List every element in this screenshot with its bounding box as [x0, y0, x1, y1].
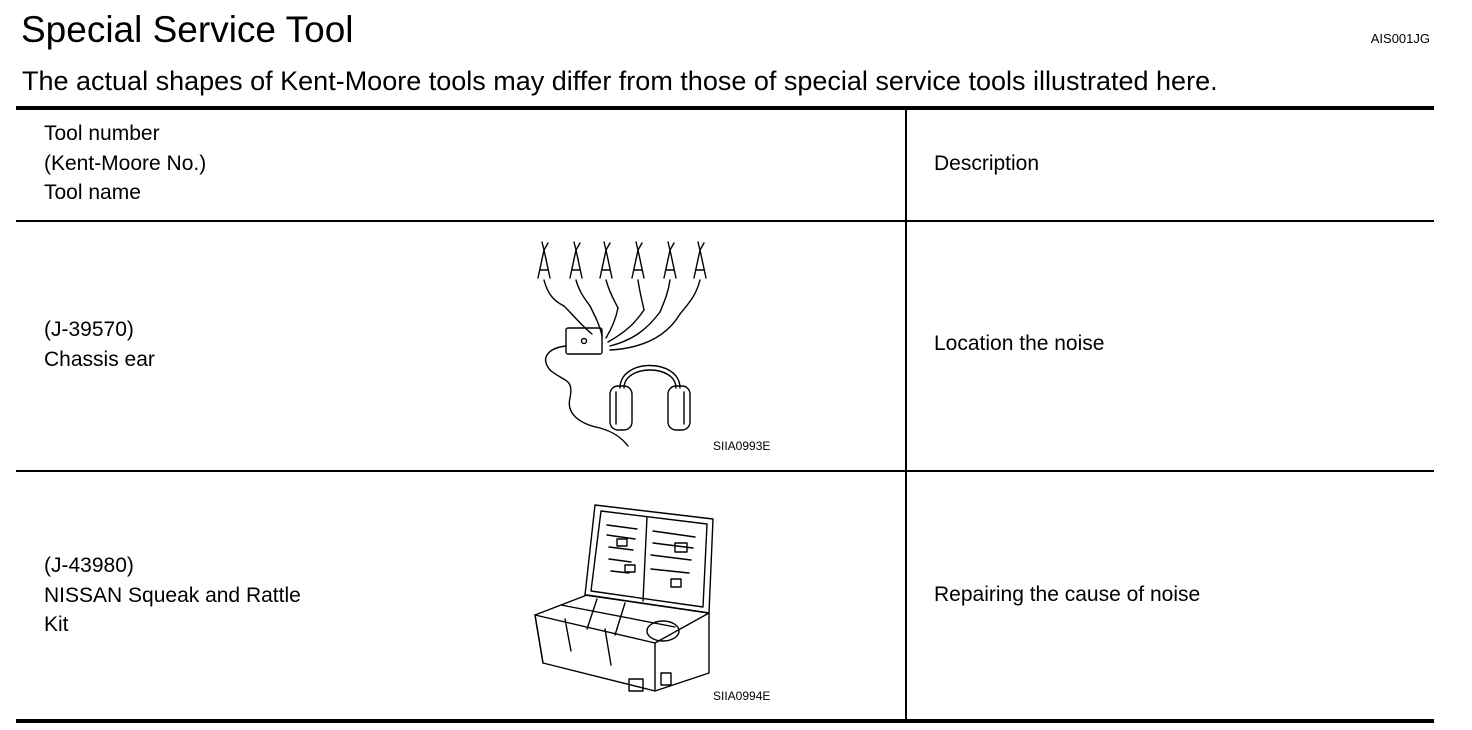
figure-code: SIIA0994E: [713, 689, 771, 703]
table-bottom-rule: [16, 719, 1434, 723]
row-divider: [16, 220, 1434, 222]
tool-number: (J-43980): [44, 554, 134, 577]
tool-number: (J-39570): [44, 318, 134, 341]
row-tool-cell: (J-43980) NISSAN Squeak and Rattle Kit: [44, 551, 301, 640]
header-tool-line: (Kent-Moore No.): [44, 151, 207, 175]
page-subtitle: The actual shapes of Kent-Moore tools ma…: [22, 66, 1218, 96]
page-title: Special Service Tool: [21, 9, 354, 50]
header-description: Description: [934, 152, 1040, 175]
row-description: Location the noise: [934, 332, 1105, 355]
column-divider: [905, 110, 907, 719]
headphones-icon: [609, 364, 691, 431]
squeak-rattle-kit-illustration: [534, 504, 714, 692]
section-code: AIS001JG: [1370, 31, 1430, 46]
header-tool-line: Tool name: [44, 181, 141, 204]
header-tool-column: Tool number (Kent-Moore No.) Tool name: [44, 119, 206, 208]
header-tool-line: Tool number: [44, 122, 160, 145]
clip-icon: [537, 241, 551, 279]
tool-name: Kit: [44, 613, 69, 636]
figure-code: SIIA0993E: [713, 439, 771, 453]
tool-name: NISSAN Squeak and Rattle: [44, 583, 301, 607]
table-top-rule: [16, 106, 1434, 110]
chassis-ear-illustration: [537, 241, 707, 447]
tool-name: Chassis ear: [44, 347, 155, 371]
row-tool-cell: (J-39570) Chassis ear: [44, 315, 155, 374]
row-divider: [16, 470, 1434, 472]
row-description: Repairing the cause of noise: [934, 583, 1201, 606]
